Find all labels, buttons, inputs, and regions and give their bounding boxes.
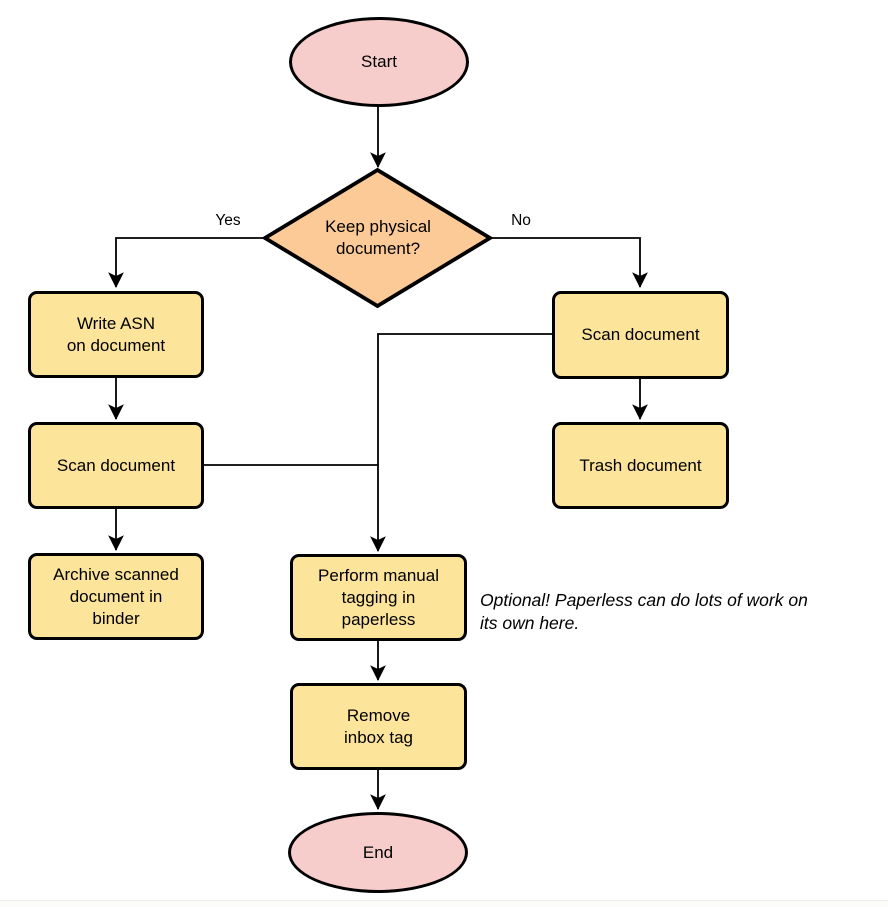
node-start: Start <box>289 17 469 107</box>
node-manual-tagging: Perform manual tagging in paperless <box>290 554 467 641</box>
node-trash-document: Trash document <box>552 422 729 509</box>
edge-label-yes: Yes <box>215 212 241 229</box>
edge-decision-no-to-scan-right <box>489 237 648 289</box>
node-decision-label: Keep physical document? <box>325 217 431 258</box>
node-write-asn: Write ASN on document <box>28 291 204 378</box>
decision-diamond-shape <box>261 167 494 309</box>
node-manual-tagging-label: Perform manual tagging in paperless <box>318 565 439 629</box>
node-trash-document-label: Trash document <box>579 455 702 475</box>
edge-decision-yes-to-write-asn <box>108 237 266 289</box>
edge-scan-right-to-tagging <box>370 333 552 553</box>
node-remove-inbox-tag-label: Remove inbox tag <box>344 705 413 747</box>
node-start-label: Start <box>361 52 397 71</box>
page-bottom-strip <box>0 901 888 907</box>
page-bottom-divider <box>0 900 888 901</box>
node-scan-document-right: Scan document <box>552 291 729 379</box>
node-decision: Keep physical document? <box>283 204 473 272</box>
optional-note: Optional! Paperless can do lots of work … <box>480 590 808 633</box>
node-write-asn-label: Write ASN on document <box>66 313 166 355</box>
node-archive-binder-label: Archive scanned document in binder <box>53 564 179 628</box>
node-end: End <box>288 812 468 893</box>
node-scan-document-right-label: Scan document <box>581 325 700 344</box>
node-archive-binder: Archive scanned document in binder <box>28 553 204 640</box>
node-scan-document-left: Scan document <box>28 422 204 509</box>
node-remove-inbox-tag: Remove inbox tag <box>290 683 467 770</box>
node-scan-document-left-label: Scan document <box>56 455 176 475</box>
node-end-label: End <box>362 842 394 862</box>
edge-label-no: No <box>511 212 531 229</box>
